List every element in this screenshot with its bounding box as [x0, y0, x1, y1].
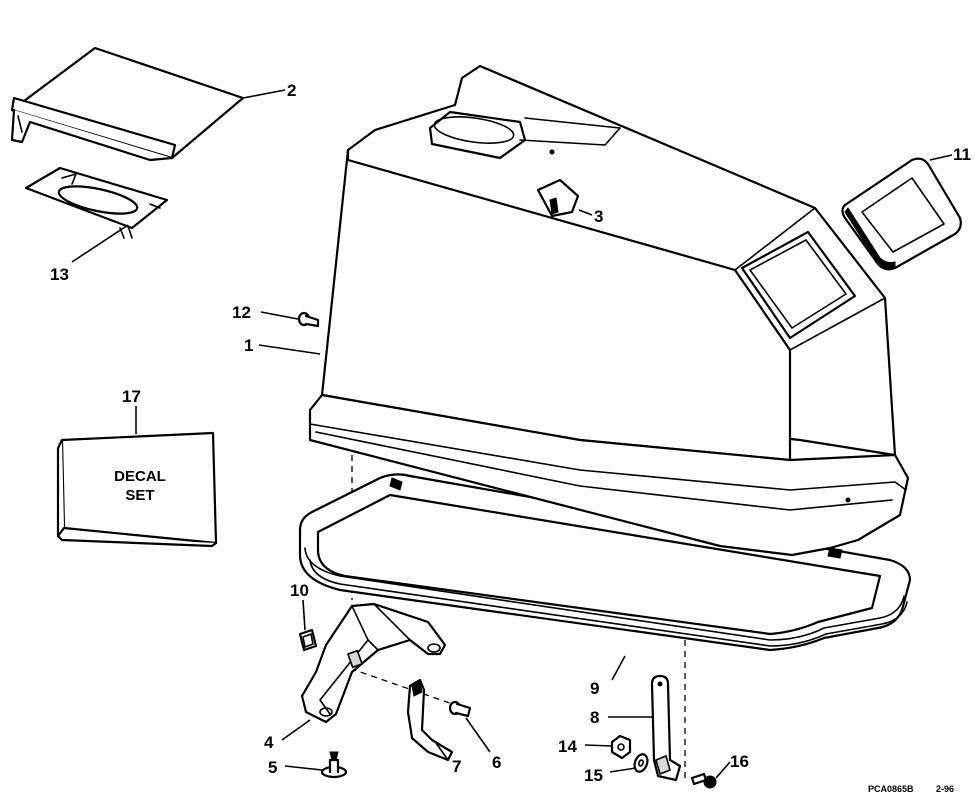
part-12-screw: [297, 311, 320, 328]
callout-5: 5: [268, 758, 277, 777]
callout-11: 11: [953, 145, 971, 164]
callout-labels: 1 2 3 4 5 6 7 8 9 10 11 12 13 14 15 16 1…: [50, 81, 971, 785]
callout-8: 8: [590, 708, 599, 727]
alignment-lines: [339, 455, 686, 780]
callout-2: 2: [287, 81, 296, 100]
part-11-window-bezel: [841, 157, 962, 271]
callout-15: 15: [584, 766, 603, 785]
part-9-seal-ring: [298, 473, 912, 652]
part-2-top-cover: [10, 46, 245, 162]
callout-12: 12: [232, 303, 251, 322]
callout-4: 4: [264, 733, 274, 752]
callout-6: 6: [492, 753, 501, 772]
part-1-motor-cover: [308, 64, 910, 559]
callout-14: 14: [558, 737, 577, 756]
part-15-washer: [633, 753, 649, 773]
part-16-screw: [690, 772, 717, 789]
callout-1: 1: [244, 336, 253, 355]
part-17-decal-set-box: DECAL SET: [56, 431, 218, 548]
drawing-code: PCA0865B: [868, 784, 914, 794]
part-7-latch-strap: [406, 678, 454, 762]
part-6-pin: [448, 700, 472, 718]
part-8-latch-rod: [650, 674, 682, 782]
callout-10: 10: [290, 581, 309, 600]
date-code: 2-96: [936, 784, 954, 794]
decal-label-line1: DECAL: [114, 468, 166, 485]
callout-16: 16: [730, 752, 749, 771]
callout-13: 13: [50, 265, 69, 284]
leader-lines: [71, 89, 953, 779]
decal-label-line2: SET: [125, 487, 154, 504]
callout-7: 7: [452, 757, 461, 776]
part-13-seal-gasket: [24, 166, 169, 239]
callout-9: 9: [590, 679, 599, 698]
callout-3: 3: [594, 207, 603, 226]
part-3-latch-clip: [536, 178, 580, 218]
part-4-bracket: [300, 602, 447, 724]
part-14-nut: [610, 734, 632, 760]
callout-17: 17: [122, 387, 141, 406]
part-5-stud: [320, 751, 348, 779]
part-10-nut-clip: [298, 628, 318, 652]
